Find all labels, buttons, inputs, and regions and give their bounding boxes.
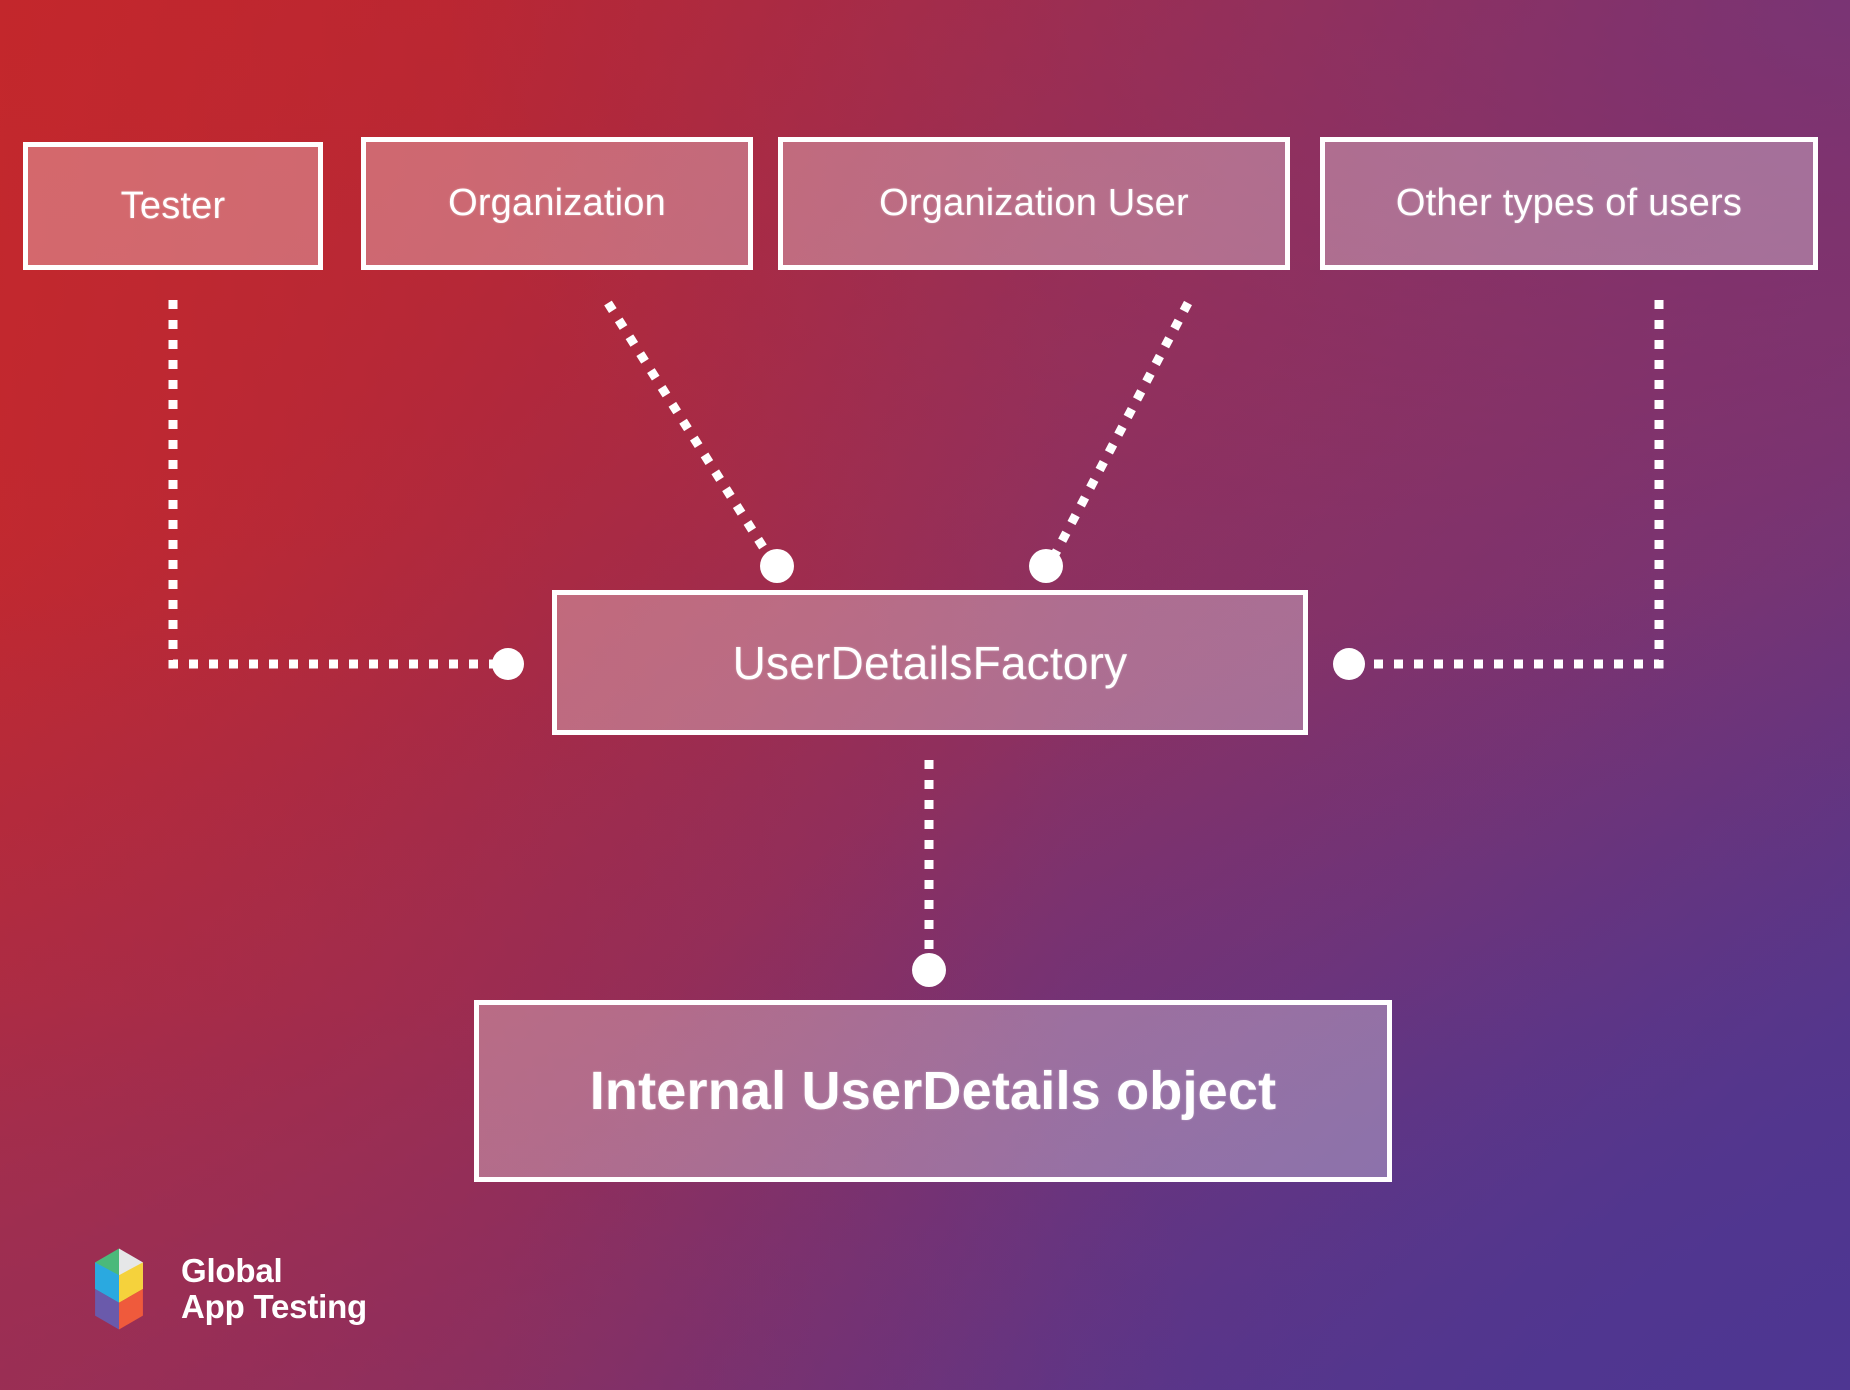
node-user-details-factory-label: UserDetailsFactory [732,636,1128,689]
hexagon-logo-icon [95,1248,143,1330]
logo-facet-left [95,1262,119,1303]
node-organization-label: Organization [448,182,666,224]
logo-wordmark-line2: App Testing [181,1288,368,1325]
node-organization-user[interactable]: Organization User [778,137,1290,270]
node-organization-user-label: Organization User [879,182,1189,224]
logo-facet-bottom-right [119,1289,143,1330]
node-tester-label: Tester [120,184,226,227]
node-tester[interactable]: Tester [23,142,323,270]
node-organization[interactable]: Organization [361,137,753,270]
node-other-types-of-users[interactable]: Other types of users [1320,137,1818,270]
node-other-types-of-users-label: Other types of users [1395,182,1743,224]
logo-wordmark-line1: Global [181,1252,283,1290]
logo-wordmark: Global App Testing [181,1253,367,1324]
logo-facet-bottom-left [95,1289,119,1330]
node-internal-userdetails-object[interactable]: Internal UserDetails object [474,1000,1392,1182]
brand-logo: Global App Testing [73,1243,367,1335]
node-internal-userdetails-object-label: Internal UserDetails object [589,1061,1277,1121]
node-user-details-factory[interactable]: UserDetailsFactory [552,590,1308,735]
logo-facet-right [119,1262,143,1303]
